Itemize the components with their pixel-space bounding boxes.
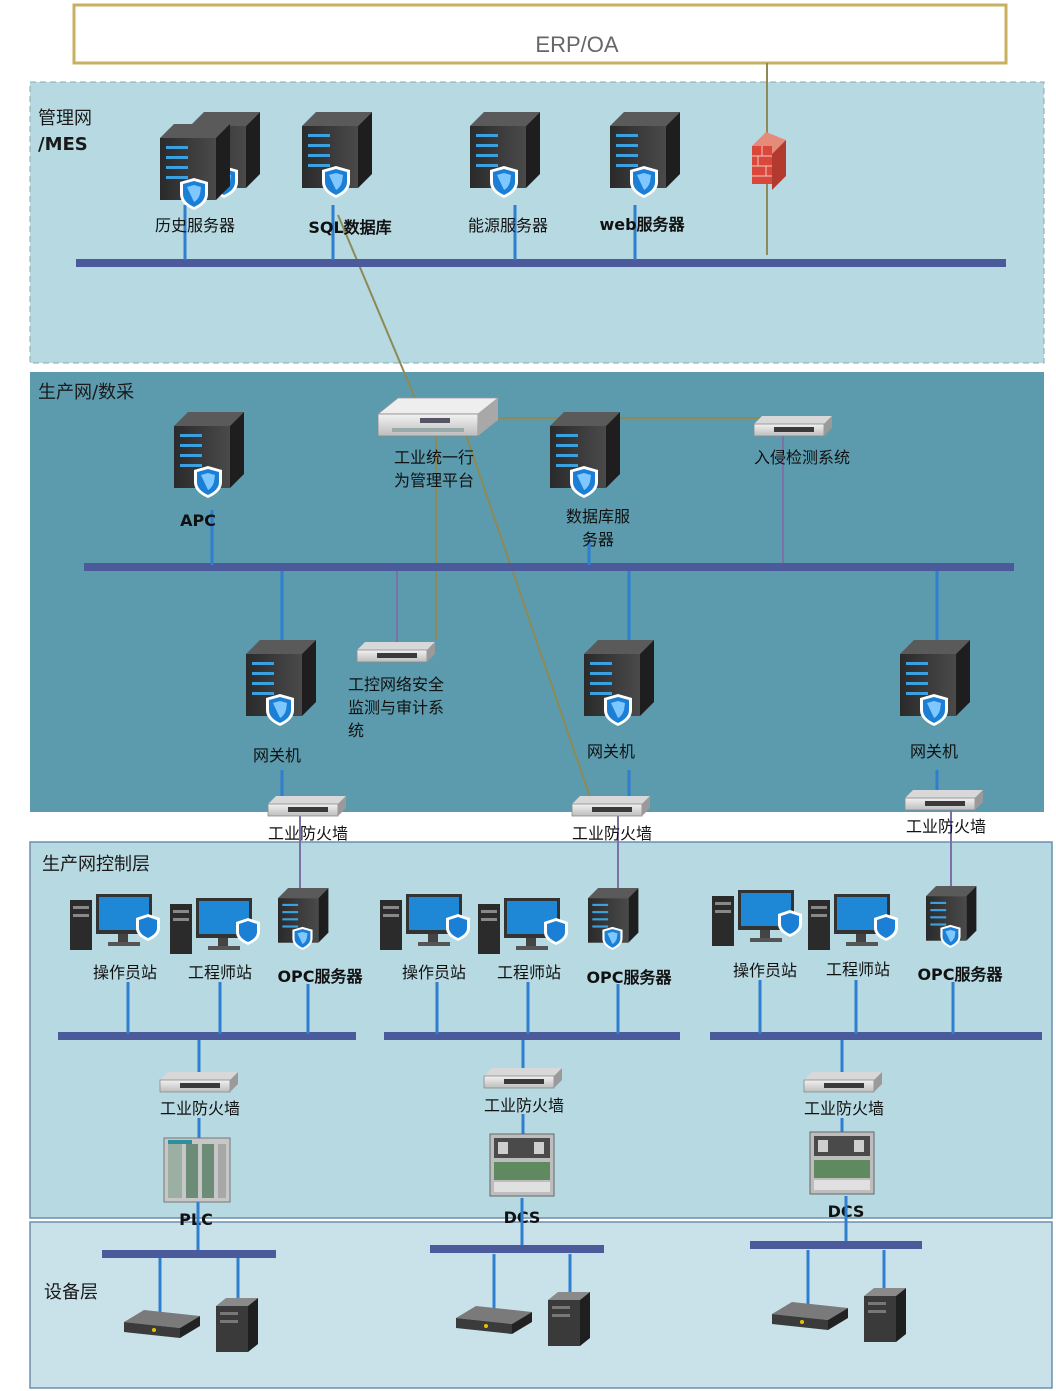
control-uplinks — [126, 980, 955, 1142]
platform-label-2: 为管理平台 — [394, 471, 474, 490]
production-firewall-icon-1 — [267, 795, 347, 817]
operator-station-label-1: 操作员站 — [93, 963, 157, 982]
device-buses — [102, 1241, 922, 1258]
production-firewall-icon-2 — [571, 795, 651, 817]
engineer-station-label-2: 工程师站 — [497, 963, 561, 982]
erp-oa-label: ERP/OA — [535, 32, 618, 57]
opc-server-label-3: OPC服务器 — [917, 965, 1003, 984]
field-pc-icon-3 — [864, 1288, 906, 1342]
db-server-label-1: 数据库服 — [566, 507, 630, 526]
plc-icon — [163, 1137, 231, 1203]
device-uplinks — [158, 1196, 886, 1318]
control-firewall-icon-1 — [159, 1071, 239, 1093]
gateway-label-1: 网关机 — [253, 746, 301, 765]
platform-appliance-icon — [376, 397, 500, 437]
audit-label-3: 统 — [348, 721, 364, 740]
sql-database-label: SQL数据库 — [308, 218, 391, 237]
dcs-icon-2 — [809, 1131, 875, 1195]
ids-label: 入侵检测系统 — [754, 448, 850, 467]
operator-station-label-3: 操作员站 — [733, 961, 797, 980]
mes-bus — [76, 259, 1006, 267]
audit-label-2: 监测与审计系 — [348, 698, 444, 717]
field-pc-icon-2 — [548, 1292, 590, 1346]
db-server-label-2: 务器 — [582, 530, 614, 549]
firewall-icon — [752, 132, 786, 190]
mes-zone-label-1: 管理网 — [38, 108, 92, 129]
control-firewall-label-3: 工业防火墙 — [804, 1099, 884, 1118]
production-firewall-label-3: 工业防火墙 — [906, 817, 986, 836]
gateway-label-2: 网关机 — [587, 742, 635, 761]
production-bus — [84, 563, 1014, 571]
erp-oa-box — [72, 3, 1008, 65]
control-zone-label: 生产网控制层 — [42, 854, 150, 875]
device-zone-label: 设备层 — [44, 1282, 98, 1303]
web-server-label: web服务器 — [599, 215, 685, 234]
engineer-station-label-1: 工程师站 — [188, 963, 252, 982]
probe-links — [299, 436, 952, 895]
apc-label: APC — [180, 511, 216, 530]
field-pc-icon-1 — [216, 1298, 258, 1352]
ids-appliance-icon — [753, 415, 833, 437]
control-firewall-label-1: 工业防火墙 — [160, 1099, 240, 1118]
production-uplinks — [210, 510, 939, 800]
dcs-icon-1 — [489, 1133, 555, 1197]
control-firewall-icon-3 — [803, 1071, 883, 1093]
plc-label: PLC — [179, 1210, 213, 1229]
control-buses — [58, 1032, 1042, 1040]
operator-station-label-2: 操作员站 — [402, 963, 466, 982]
production-firewall-label-2: 工业防火墙 — [572, 824, 652, 843]
control-firewall-icon-2 — [483, 1067, 563, 1089]
audit-appliance-icon — [356, 641, 436, 663]
audit-label-1: 工控网络安全 — [348, 675, 444, 694]
production-firewall-label-1: 工业防火墙 — [268, 824, 348, 843]
control-firewall-label-2: 工业防火墙 — [484, 1096, 564, 1115]
history-server-label: 历史服务器 — [155, 216, 235, 235]
mes-uplinks — [183, 205, 637, 260]
production-zone-label: 生产网/数采 — [38, 382, 134, 403]
opc-server-label-1: OPC服务器 — [277, 967, 363, 986]
engineer-station-label-3: 工程师站 — [826, 960, 890, 979]
mes-zone-label-2: /MES — [38, 134, 88, 155]
opc-server-label-2: OPC服务器 — [586, 968, 672, 987]
gateway-label-3: 网关机 — [910, 742, 958, 761]
energy-server-label: 能源服务器 — [468, 216, 548, 235]
production-firewall-icon-3 — [904, 789, 984, 811]
platform-label-1: 工业统一行 — [394, 448, 474, 467]
